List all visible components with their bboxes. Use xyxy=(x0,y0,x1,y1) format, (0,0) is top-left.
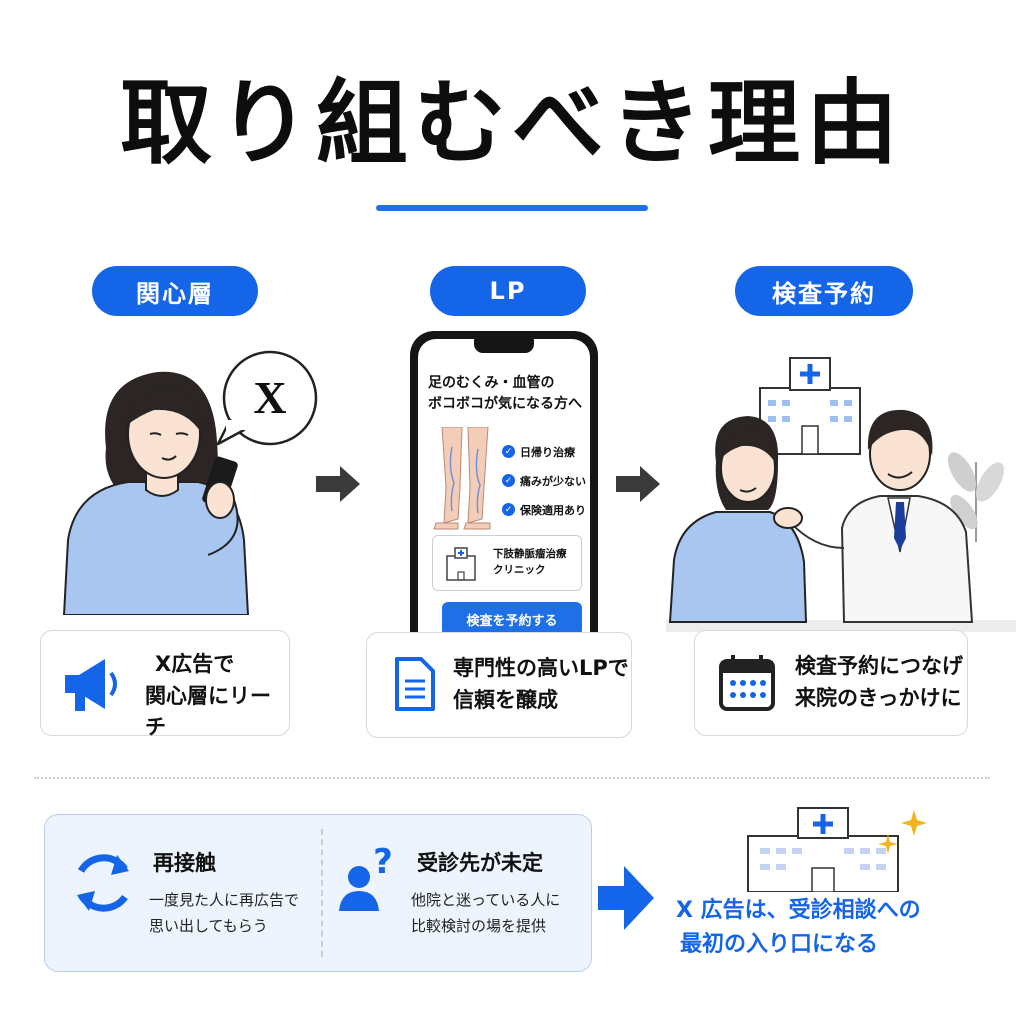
step-pill-reservation: 検査予約 xyxy=(735,266,913,316)
person-question-icon: ? xyxy=(339,842,393,911)
benefit-text-undecided: 他院と迷っている人に 比較検討の場を提供 xyxy=(411,887,560,940)
lp-heading-line1: 足のむくみ・血管の xyxy=(428,375,555,391)
step-card-line1: 専門性の高いLPで xyxy=(453,656,629,680)
benefit-line1: 他院と迷っている人に xyxy=(411,891,561,909)
page-title: 取り組むべき理由 xyxy=(119,70,904,177)
lp-check-list: ✓ 日帰り治療 ✓ 痛みが少ない ✓ 保険適用あり xyxy=(502,437,586,524)
clinic-name: 下肢静脈瘤治療 クリニック xyxy=(493,546,567,579)
plant-icon xyxy=(948,452,1004,542)
lp-heading-line2: ボコボコが気になる方へ xyxy=(428,396,582,412)
step-card-line2: 来院のきっかけに xyxy=(795,685,962,710)
step-arrow-2 xyxy=(616,466,660,502)
lp-check-label: 痛みが少ない xyxy=(520,474,586,488)
clinic-card: 下肢静脈瘤治療 クリニック xyxy=(432,535,582,591)
doctor-consultation-illustration xyxy=(666,357,1016,632)
step-pill-lp: LP xyxy=(430,266,586,316)
step-card-reservation: 検査予約につなげ 来院のきっかけに xyxy=(694,630,968,736)
smartphone: 足のむくみ・血管の ボコボコが気になる方へ ✓ 日帰り治療 ✓ 痛みが少ない ✓… xyxy=(410,331,598,635)
check-icon: ✓ xyxy=(502,474,515,487)
lp-screen: 足のむくみ・血管の ボコボコが気になる方へ ✓ 日帰り治療 ✓ 痛みが少ない ✓… xyxy=(418,339,590,635)
title-underline xyxy=(376,205,648,211)
legs-illustration xyxy=(433,427,491,530)
benefit-line1: 一度見た人に再広告で xyxy=(149,891,300,909)
refresh-icon xyxy=(77,854,129,912)
hospital-icon xyxy=(446,547,476,581)
lp-check-item: ✓ 保険適用あり xyxy=(502,495,586,524)
benefit-text-recontact: 一度見た人に再広告で 思い出してもらう xyxy=(149,887,299,940)
lp-check-label: 日帰り治療 xyxy=(520,445,575,459)
conclusion-arrow xyxy=(598,866,654,930)
step-card-lp: 専門性の高いLPで 信頼を醸成 xyxy=(366,632,632,738)
lp-check-item: ✓ 痛みが少ない xyxy=(502,466,586,495)
benefits-box: 再接触 一度見た人に再広告で 思い出してもらう ? 受診先が未定 他院と迷ってい… xyxy=(44,814,592,972)
phone-notch xyxy=(474,339,534,353)
clinic-name-line1: 下肢静脈瘤治療 xyxy=(493,548,567,560)
step-card-line1: X広告で xyxy=(155,652,235,676)
calendar-icon xyxy=(719,655,775,711)
conclusion-text: X 広告は、受診相談への 最初の入り口になる xyxy=(676,894,996,962)
conclusion-line1: X 広告は、受診相談への xyxy=(676,898,921,923)
step-card-line2: 関心層にリーチ xyxy=(145,683,271,740)
step-card-text: 検査予約につなげ 来院のきっかけに xyxy=(795,651,963,714)
benefit-line2: 比較検討の場を提供 xyxy=(411,917,547,936)
document-icon xyxy=(395,657,435,711)
step-card-line2: 信頼を醸成 xyxy=(453,687,558,712)
step-card-interest: X広告で 関心層にリーチ xyxy=(40,630,290,739)
benefit-separator xyxy=(321,829,323,957)
megaphone-icon xyxy=(65,659,117,711)
book-exam-button[interactable]: 検査を予約する xyxy=(442,602,582,635)
svg-text:?: ? xyxy=(373,842,393,882)
hospital-building-icon xyxy=(759,357,861,455)
woman-phone-illustration: X xyxy=(62,350,318,615)
step-card-text: X広告で 関心層にリーチ xyxy=(145,649,289,744)
benefit-title-recontact: 再接触 xyxy=(153,851,216,875)
x-logo-icon: X xyxy=(216,350,318,446)
lp-heading: 足のむくみ・血管の ボコボコが気になる方へ xyxy=(428,373,588,415)
benefit-line2: 思い出してもらう xyxy=(149,917,268,936)
step-card-text: 専門性の高いLPで 信頼を醸成 xyxy=(453,653,629,716)
svg-text:X: X xyxy=(253,372,286,423)
lp-check-item: ✓ 日帰り治療 xyxy=(502,437,586,466)
step-card-line1: 検査予約につなげ xyxy=(795,654,963,678)
conclusion-line2: 最初の入り口になる xyxy=(680,932,879,958)
hospital-sparkle-icon xyxy=(747,807,927,892)
lp-check-label: 保険適用あり xyxy=(520,503,586,517)
section-divider xyxy=(34,777,990,779)
step-arrow-1 xyxy=(316,466,360,502)
step-pill-interest: 関心層 xyxy=(92,266,258,316)
benefit-title-undecided: 受診先が未定 xyxy=(417,851,543,875)
check-icon: ✓ xyxy=(502,503,515,516)
clinic-name-line2: クリニック xyxy=(493,564,546,577)
check-icon: ✓ xyxy=(502,445,515,458)
